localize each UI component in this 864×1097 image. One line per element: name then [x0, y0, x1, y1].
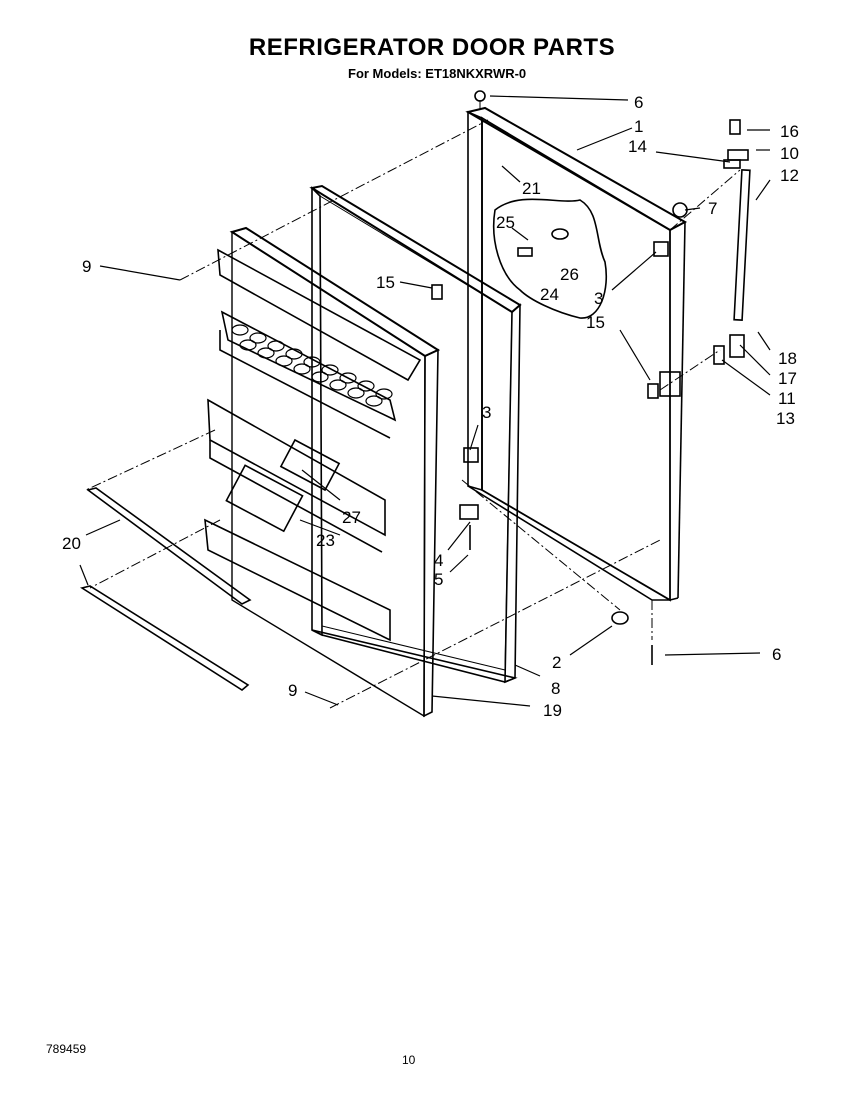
callout-3-center: 3 — [482, 403, 491, 422]
callout-9-bottom: 9 — [288, 681, 297, 700]
shelf-bars — [80, 487, 252, 691]
callout-15-right: 15 — [586, 313, 605, 332]
callout-13: 13 — [776, 409, 795, 428]
page-title: REFRIGERATOR DOOR PARTS — [248, 34, 616, 61]
callout-14: 14 — [628, 137, 647, 156]
outer-door-panel — [465, 106, 688, 602]
callout-19: 19 — [543, 701, 562, 720]
callout-labels: 6 1 14 16 10 12 21 7 25 26 24 9 15 3 15 … — [62, 93, 799, 720]
callout-arrows — [79, 95, 771, 707]
callout-26: 26 — [560, 265, 579, 284]
callout-8: 8 — [551, 679, 560, 698]
callout-1: 1 — [634, 117, 643, 136]
callout-17: 17 — [778, 369, 797, 388]
callout-5: 5 — [434, 570, 443, 589]
page-number: 10 — [402, 1053, 416, 1067]
callout-3-right: 3 — [594, 289, 603, 308]
callout-11: 11 — [778, 389, 796, 408]
model-subtitle: For Models: ET18NKXRWR-0 — [348, 66, 527, 81]
callout-20: 20 — [62, 534, 81, 553]
callout-6-top: 6 — [634, 93, 643, 112]
egg-cups — [231, 324, 393, 407]
callout-24: 24 — [540, 285, 559, 304]
callout-16: 16 — [780, 122, 799, 141]
callout-27: 27 — [342, 508, 361, 527]
door-gasket — [309, 184, 522, 684]
callout-7: 7 — [708, 199, 717, 218]
callout-18: 18 — [778, 349, 797, 368]
callout-9-left: 9 — [82, 257, 91, 276]
callout-21: 21 — [522, 179, 541, 198]
callout-15-left: 15 — [376, 273, 395, 292]
callout-23: 23 — [316, 531, 335, 550]
door-liner — [204, 226, 441, 718]
callout-6-bottom: 6 — [772, 645, 781, 664]
hinge-hardware — [431, 90, 751, 665]
callout-10: 10 — [780, 144, 799, 163]
leader-lines — [85, 100, 741, 709]
diagram-code: 789459 — [46, 1042, 87, 1056]
callout-2: 2 — [552, 653, 561, 672]
callout-12: 12 — [780, 166, 799, 185]
cutaway-detail — [492, 198, 607, 319]
callout-4: 4 — [434, 551, 443, 570]
callout-25: 25 — [496, 213, 515, 232]
